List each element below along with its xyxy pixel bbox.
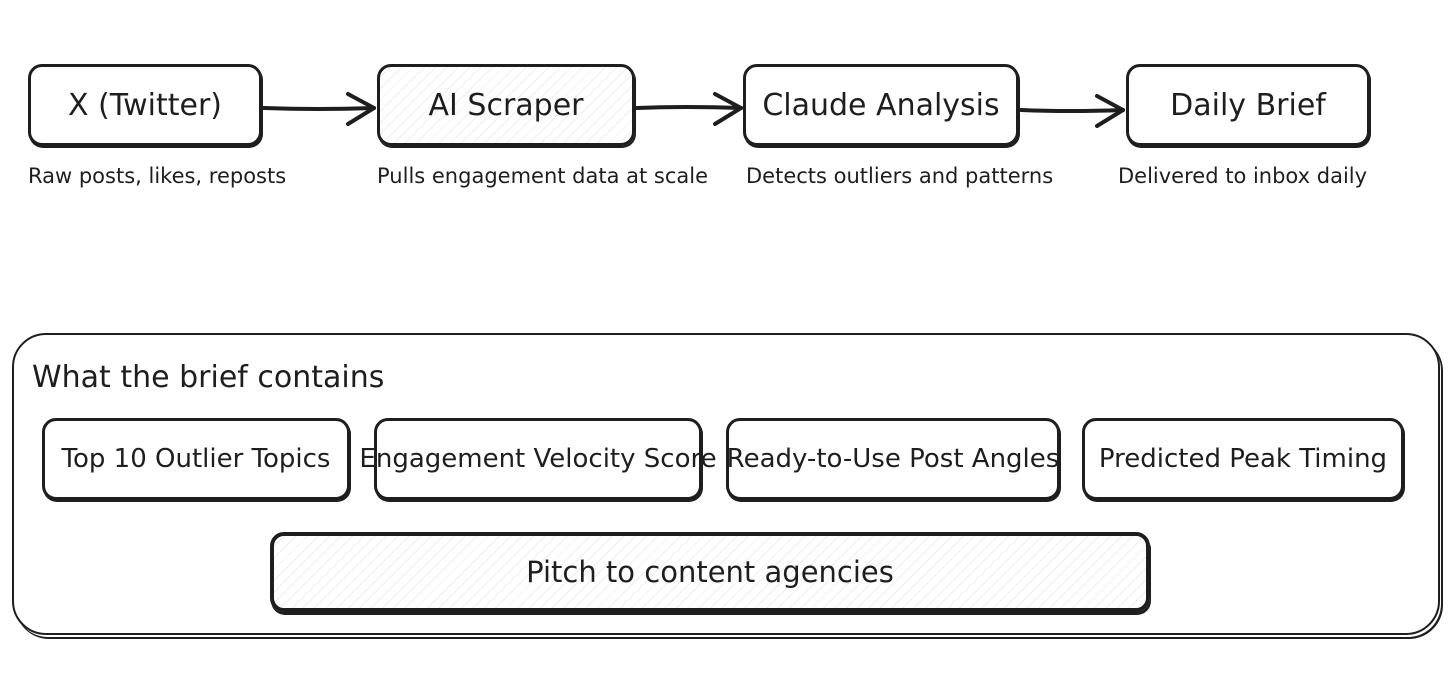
caption-daily-brief: Delivered to inbox daily xyxy=(1118,164,1368,188)
brief-item-post-angles: Ready-to-Use Post Angles xyxy=(726,418,1060,500)
brief-item-label: Predicted Peak Timing xyxy=(1098,444,1388,474)
arrow-3 xyxy=(1019,94,1125,128)
brief-item-outlier-topics: Top 10 Outlier Topics xyxy=(42,418,350,500)
brief-title: What the brief contains xyxy=(32,360,385,395)
caption-claude-analysis: Detects outliers and patterns xyxy=(746,164,1054,188)
arrow-1 xyxy=(262,92,376,126)
brief-section xyxy=(12,333,1440,635)
node-claude-analysis: Claude Analysis xyxy=(743,64,1019,146)
node-x-twitter: X (Twitter) xyxy=(28,64,262,146)
node-claude-analysis-label: Claude Analysis xyxy=(762,87,1000,123)
node-daily-brief: Daily Brief xyxy=(1126,64,1370,146)
brief-item-label: Top 10 Outlier Topics xyxy=(61,444,331,474)
node-daily-brief-label: Daily Brief xyxy=(1170,87,1326,123)
arrow-2 xyxy=(635,92,743,126)
pitch-box: Pitch to content agencies xyxy=(270,532,1150,612)
caption-x-twitter: Raw posts, likes, reposts xyxy=(28,164,287,188)
node-ai-scraper: AI Scraper xyxy=(377,64,635,146)
node-ai-scraper-label: AI Scraper xyxy=(428,87,584,123)
pitch-label: Pitch to content agencies xyxy=(526,555,894,589)
caption-ai-scraper: Pulls engagement data at scale xyxy=(377,164,709,188)
node-x-twitter-label: X (Twitter) xyxy=(67,87,223,123)
brief-item-label: Engagement Velocity Score xyxy=(359,444,717,474)
brief-item-velocity-score: Engagement Velocity Score xyxy=(359,418,717,500)
brief-item-label: Ready-to-Use Post Angles xyxy=(726,444,1060,474)
brief-item-peak-timing: Predicted Peak Timing xyxy=(1082,418,1404,500)
